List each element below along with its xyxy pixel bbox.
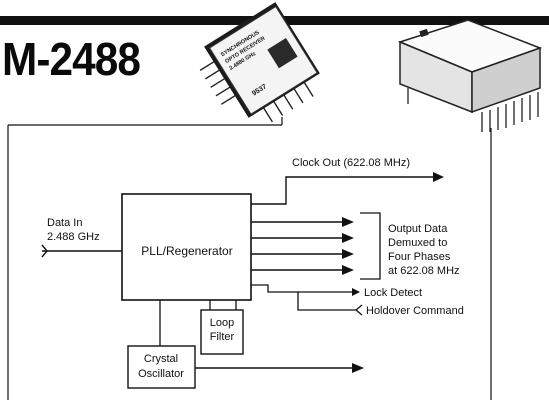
output-data-label-4: at 622.08 MHz	[388, 265, 460, 277]
output-data-label-1: Output Data	[388, 223, 448, 235]
holdover-line	[298, 292, 356, 310]
output-data-label-2: Demuxed to	[388, 237, 447, 249]
data-output-arrow-icon	[342, 233, 354, 243]
clock-out-line	[251, 177, 433, 204]
data-output-arrow-icon	[342, 265, 354, 275]
lock-detect-line	[251, 285, 352, 292]
loop-filter-label-2: Filter	[210, 331, 235, 343]
clock-out-arrow-icon	[433, 172, 444, 182]
data-output-arrow-icon	[342, 217, 354, 227]
crystal-label-2: Oscillator	[138, 368, 184, 380]
lock-detect-arrow-icon	[352, 288, 360, 296]
data-in-label: Data In	[47, 217, 82, 229]
lock-detect-label: Lock Detect	[364, 287, 422, 299]
output-data-label-3: Four Phases	[388, 251, 451, 263]
data-in-rate-label: 2.488 GHz	[47, 231, 100, 243]
data-output-arrow-icon	[342, 249, 354, 259]
loop-filter-label-1: Loop	[210, 317, 234, 329]
crystal-label-1: Crystal	[144, 353, 178, 365]
product-title: M-2488	[2, 36, 140, 82]
output-bracket	[360, 213, 380, 279]
data-output-lines	[251, 217, 354, 275]
pll-label: PLL/Regenerator	[141, 244, 232, 258]
chip-photo-2	[400, 20, 540, 132]
holdover-label: Holdover Command	[366, 305, 464, 317]
clock-out-label: Clock Out (622.08 MHz)	[292, 157, 410, 169]
holdover-chevron-icon	[356, 305, 362, 315]
oscillator-out-arrow-icon	[352, 363, 364, 373]
